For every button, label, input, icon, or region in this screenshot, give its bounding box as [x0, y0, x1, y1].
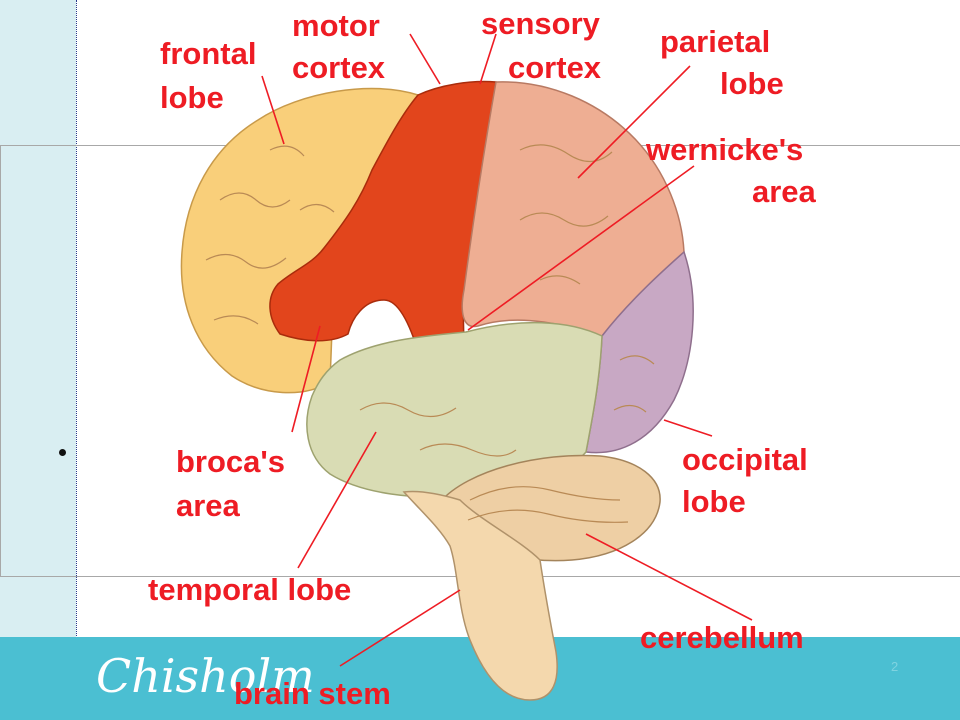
brain-regions	[180, 80, 694, 701]
label-sensory-line2: cortex	[508, 50, 602, 85]
label-wernicke-line1: wernicke's	[645, 132, 803, 167]
leader-cerebellum	[585, 533, 753, 621]
leader-parietal	[577, 65, 691, 179]
label-sensory-line1: sensory	[481, 6, 601, 41]
label-leader-lines	[261, 33, 753, 667]
leader-occipital	[663, 419, 713, 437]
leader-frontal	[261, 75, 285, 145]
leader-temporal	[297, 431, 377, 569]
label-frontal-line1: frontal	[160, 36, 256, 71]
label-parietal-line1: parietal	[660, 24, 770, 59]
leader-motor	[409, 33, 441, 85]
label-frontal-line2: lobe	[160, 80, 224, 115]
label-occipital-line1: occipital	[682, 442, 808, 477]
label-broca-line2: area	[176, 488, 241, 523]
left-panel	[0, 0, 76, 720]
leader-wernicke	[467, 165, 695, 331]
label-occipital-line2: lobe	[682, 484, 746, 519]
leader-broca	[291, 325, 321, 433]
label-motor-line1: motor	[292, 8, 380, 43]
leader-brainstem	[339, 589, 461, 667]
label-motor-line2: cortex	[292, 50, 386, 85]
left-panel-dotted-edge	[76, 0, 77, 720]
slide-number: 2	[891, 659, 899, 674]
label-cerebellum: cerebellum	[640, 620, 804, 655]
label-broca-line1: broca's	[176, 444, 285, 479]
brainstem-region	[402, 490, 558, 701]
brain-gyri	[205, 144, 655, 523]
label-brainstem: brain stem	[234, 676, 391, 711]
label-wernicke-line2: area	[752, 174, 817, 209]
region-labels: frontal lobe motor cortex sensory cortex…	[148, 6, 817, 711]
label-temporal: temporal lobe	[148, 572, 351, 607]
bullet-dot	[59, 449, 66, 456]
chisholm-logo: Chisholm	[96, 649, 315, 703]
leader-sensory	[479, 33, 497, 85]
frame-left-rule	[0, 145, 1, 577]
label-parietal-line2: lobe	[720, 66, 784, 101]
